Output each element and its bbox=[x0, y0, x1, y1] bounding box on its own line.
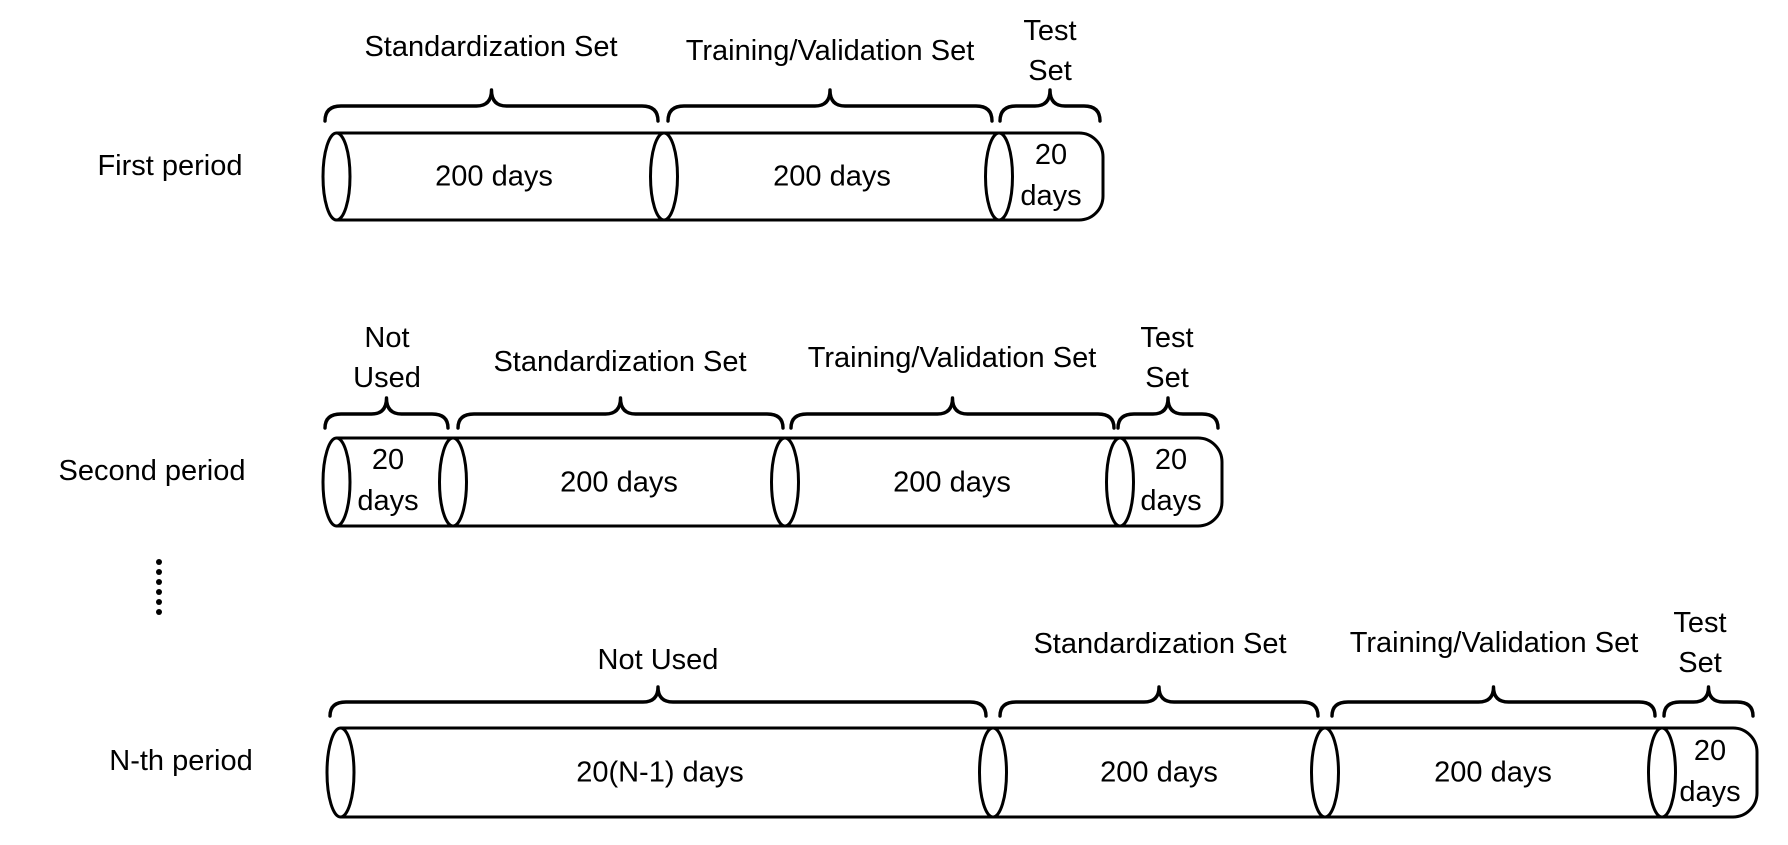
brace bbox=[328, 685, 988, 718]
segment-divider bbox=[649, 131, 679, 222]
segment-duration: 200 days bbox=[435, 160, 553, 193]
segment-set-label: Standardization Set bbox=[1033, 628, 1287, 660]
ellipsis-dot bbox=[156, 589, 162, 595]
cylinder-left-cap bbox=[321, 131, 352, 222]
row-label: First period bbox=[97, 150, 243, 182]
brace bbox=[789, 396, 1116, 430]
segment-set-label: Standardization Set bbox=[493, 346, 747, 378]
ellipsis-dot bbox=[156, 599, 162, 605]
ellipsis-dot bbox=[156, 559, 162, 565]
segment-divider bbox=[978, 726, 1008, 819]
segment-divider bbox=[1105, 436, 1135, 528]
segment-divider bbox=[1647, 726, 1677, 819]
segment-set-label: Standardization Set bbox=[364, 31, 618, 63]
segment-set-label: Not Used bbox=[597, 644, 719, 676]
segment-duration: 20(N-1) days bbox=[576, 756, 744, 789]
brace bbox=[666, 88, 994, 123]
brace bbox=[323, 396, 450, 430]
segment-duration: 200 days bbox=[1434, 756, 1552, 789]
brace bbox=[1662, 685, 1755, 718]
segment-divider bbox=[438, 436, 468, 528]
segment-divider bbox=[1310, 726, 1340, 819]
brace bbox=[998, 685, 1320, 718]
segment-duration: 20 days bbox=[1679, 735, 1741, 808]
segment-set-label: Test Set bbox=[1673, 607, 1727, 679]
cylinder-left-cap bbox=[325, 726, 356, 819]
segment-set-label: Training/Validation Set bbox=[685, 35, 975, 67]
cylinder-body bbox=[336, 436, 1224, 528]
segment-duration: 200 days bbox=[560, 466, 678, 499]
row-label: N-th period bbox=[109, 745, 253, 777]
brace bbox=[456, 396, 785, 430]
cylinder-body bbox=[340, 726, 1759, 819]
segment-set-label: Not Used bbox=[353, 322, 421, 394]
segment-duration: 200 days bbox=[893, 466, 1011, 499]
segment-set-label: Test Set bbox=[1140, 322, 1194, 394]
segment-set-label: Training/Validation Set bbox=[1349, 627, 1639, 659]
ellipsis-dot bbox=[156, 609, 162, 615]
segment-duration: 200 days bbox=[773, 160, 891, 193]
cylinder-left-cap bbox=[321, 436, 352, 528]
segment-duration: 20 days bbox=[1020, 139, 1082, 212]
ellipsis-dot bbox=[156, 569, 162, 575]
segment-divider bbox=[770, 436, 800, 528]
brace bbox=[998, 88, 1102, 123]
brace bbox=[1330, 685, 1657, 718]
row-label: Second period bbox=[58, 455, 246, 487]
segment-set-label: Training/Validation Set bbox=[807, 342, 1097, 374]
segment-duration: 20 days bbox=[1140, 444, 1202, 517]
ellipsis-dot bbox=[156, 579, 162, 585]
brace bbox=[1116, 396, 1220, 430]
segment-duration: 200 days bbox=[1100, 756, 1218, 789]
cylinder-body bbox=[336, 131, 1105, 222]
segment-divider bbox=[984, 131, 1014, 222]
segment-set-label: Test Set bbox=[1023, 15, 1077, 87]
brace bbox=[323, 88, 660, 123]
segment-duration: 20 days bbox=[357, 444, 419, 517]
